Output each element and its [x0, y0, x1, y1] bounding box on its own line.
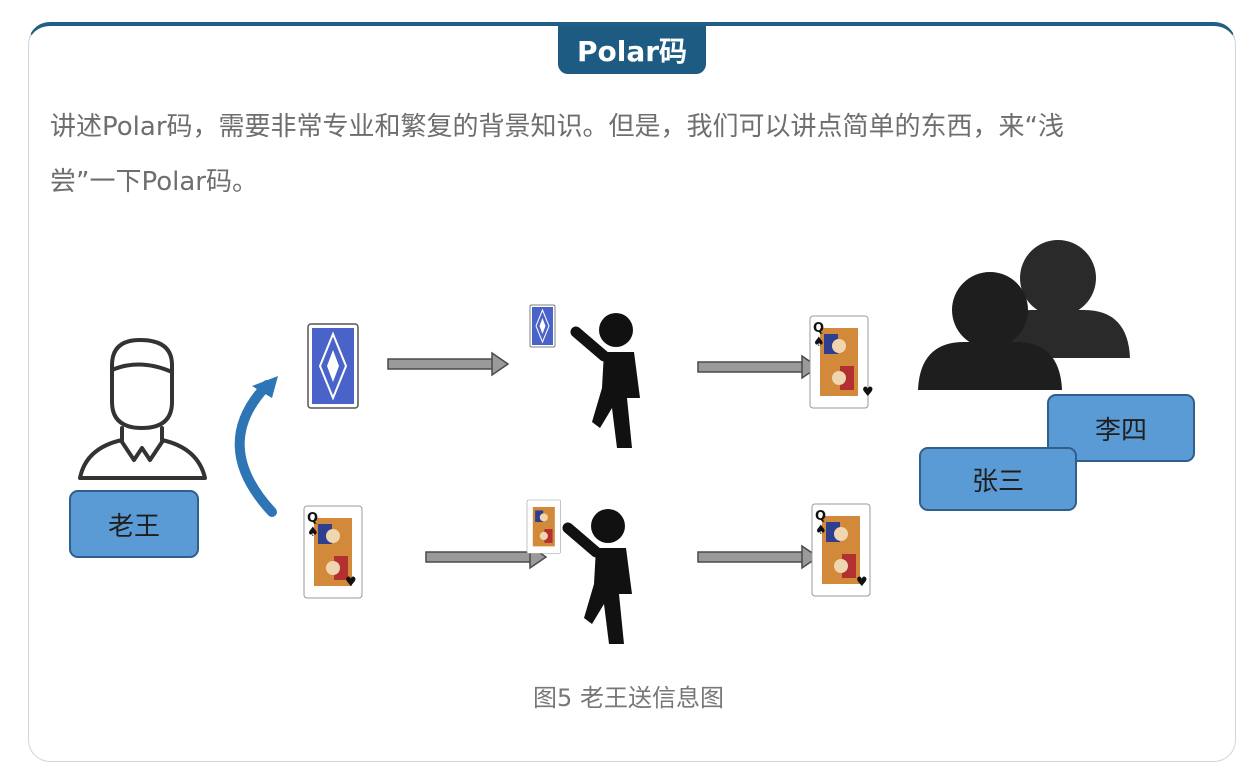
receiver-label-zhangsan: 张三 — [919, 447, 1077, 511]
card-suit-alt-source: ♥ — [345, 575, 357, 590]
figure-caption: 图5 老王送信息图 — [533, 684, 724, 712]
sender-label: 老王 — [69, 490, 199, 558]
held-card-queen — [526, 499, 561, 554]
card-suit-alt-top: ♥ — [862, 385, 874, 400]
card-suit-alt-bottom: ♥ — [856, 575, 868, 590]
arrow-top-2 — [697, 355, 819, 379]
arrow-bottom-2 — [697, 545, 819, 569]
messenger-bottom-icon — [568, 509, 632, 644]
card-rank-top: Q — [813, 321, 824, 336]
intro-line-1: 讲述Polar码，需要非常专业和繁复的背景知识。但是，我们可以讲点简单的东西，来… — [50, 112, 1064, 142]
messenger-top-icon — [576, 313, 640, 448]
card-rank-source: Q — [307, 511, 318, 526]
card-suit-bottom: ♠ — [815, 523, 827, 538]
section-title: Polar码 — [558, 26, 706, 74]
card-rank-bottom: Q — [815, 509, 826, 524]
intro-paragraph: 讲述Polar码，需要非常专业和繁复的背景知识。但是，我们可以讲点简单的东西，来… — [50, 100, 1200, 210]
message-diagram: Q ♠ ♥ Q ♠ ♥ Q ♠ ♥ — [78, 240, 1130, 728]
flip-arrowhead — [252, 376, 278, 398]
card-back-top — [307, 323, 359, 409]
sender-person-icon — [78, 338, 207, 480]
held-card-back — [529, 304, 556, 348]
card-suit-source: ♠ — [307, 525, 319, 540]
flip-curve-arrow — [234, 380, 277, 517]
receivers-group-icon — [918, 240, 1130, 390]
card-suit-top: ♠ — [813, 335, 825, 350]
arrow-top-1 — [387, 352, 509, 376]
intro-line-2: 尝”一下Polar码。 — [50, 167, 258, 197]
